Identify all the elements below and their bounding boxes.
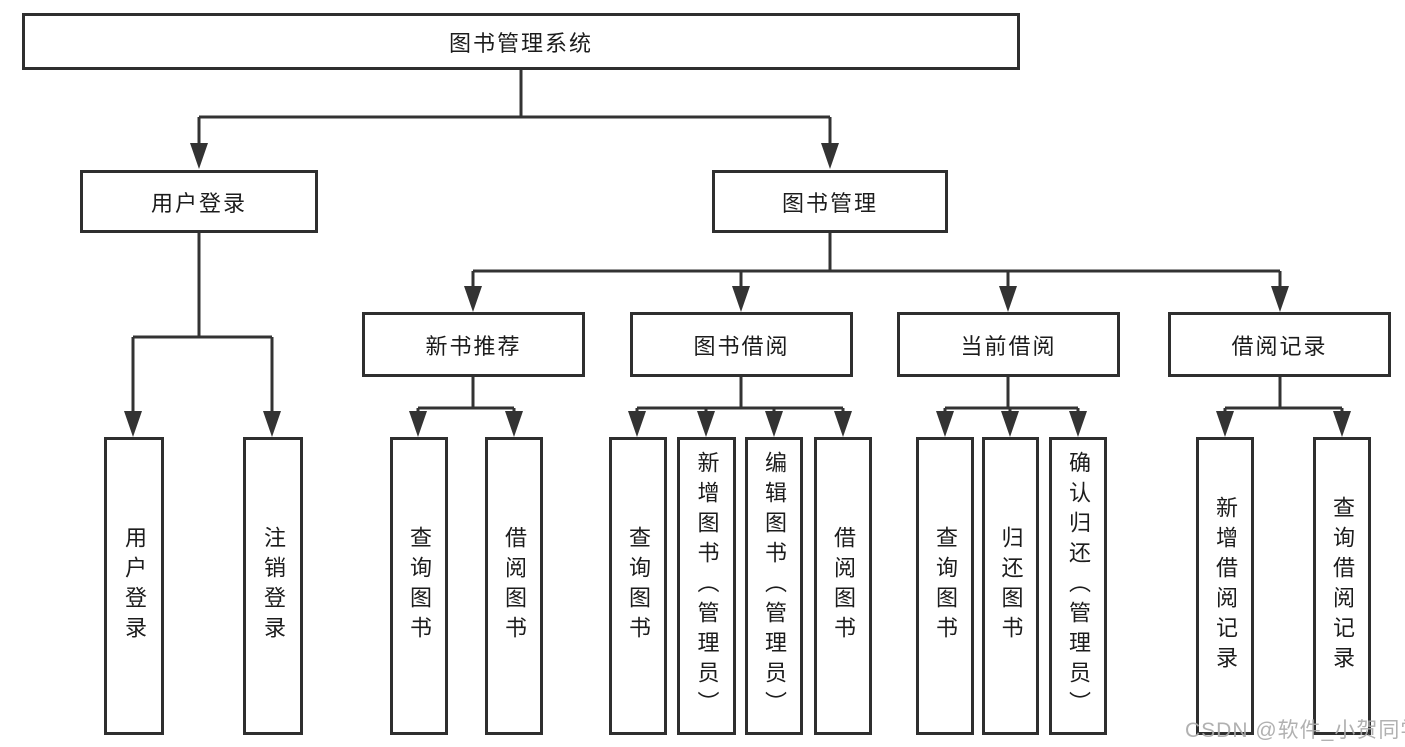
leaf-return-books: 归还图书 xyxy=(982,437,1039,735)
node-user-login: 用户登录 xyxy=(80,170,318,233)
leaf-query-books-current: 查询图书 xyxy=(916,437,974,735)
node-current-borrowing: 当前借阅 xyxy=(897,312,1120,377)
node-borrowing-records: 借阅记录 xyxy=(1168,312,1391,377)
leaf-add-books-admin: 新增图书（管理员） xyxy=(677,437,736,735)
leaf-query-books-recommend: 查询图书 xyxy=(390,437,448,735)
csdn-watermark: CSDN @软件_小贺同学 xyxy=(1185,719,1405,742)
leaf-borrow-books-recommend: 借阅图书 xyxy=(485,437,543,735)
leaf-borrow-books: 借阅图书 xyxy=(814,437,872,735)
tree-connector-path xyxy=(131,69,1344,413)
leaf-confirm-return-admin: 确认归还（管理员） xyxy=(1049,437,1107,735)
leaf-user-login: 用户登录 xyxy=(104,437,164,735)
leaf-edit-books-admin: 编辑图书（管理员） xyxy=(745,437,803,735)
node-book-borrowing: 图书借阅 xyxy=(630,312,853,377)
node-new-book-recommendation: 新书推荐 xyxy=(362,312,585,377)
leaf-add-borrow-record: 新增借阅记录 xyxy=(1196,437,1254,735)
node-book-management: 图书管理 xyxy=(712,170,948,233)
leaf-logout: 注销登录 xyxy=(243,437,303,735)
arrow-heads xyxy=(124,143,1351,437)
leaf-query-books-borrow: 查询图书 xyxy=(609,437,667,735)
leaf-query-borrow-record: 查询借阅记录 xyxy=(1313,437,1371,735)
node-library-management-system: 图书管理系统 xyxy=(22,13,1020,70)
